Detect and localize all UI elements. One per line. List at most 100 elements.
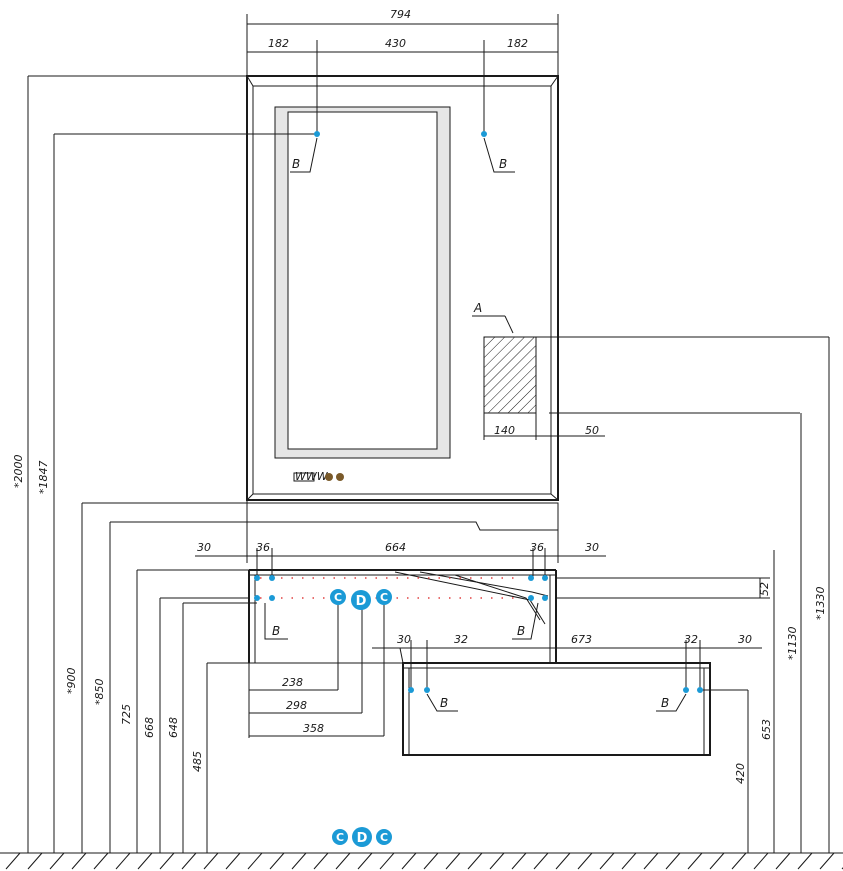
dim-850: *850 [93,679,106,706]
fixing-point-label: B [272,624,280,638]
floor-hatch-stroke [511,852,527,870]
fixing-point-label: B [499,157,507,171]
fixing-point-dot [314,131,320,137]
floor-hatch-stroke [49,852,65,870]
hot-water-icon [376,589,392,605]
fixing-point-dot [528,595,534,601]
dim-182-right: 182 [507,37,528,50]
floor-hatch-stroke [247,852,263,870]
floor-hatch-stroke [225,852,241,870]
fixing-point-dot [683,687,689,693]
dim-lower-32-right: 32 [684,633,698,646]
floor-hatch-stroke [115,852,131,870]
dim-30-left: 30 [197,541,211,554]
upper-cabinet [248,569,770,663]
dim-1847: *1847 [37,461,50,495]
dim-2000: *2000 [12,455,25,489]
dimension-labels: 794 182 430 182 *2000 *1847 *900 *850 72… [12,8,827,784]
dim-900: *900 [65,668,78,695]
hot-water-icon [376,829,392,845]
drain-label: D [356,594,367,609]
floor-hatch-stroke [621,852,637,870]
fixing-point-dot [408,687,414,693]
floor-hatch-stroke [269,852,285,870]
dim-140: 140 [494,424,515,437]
area-a-label: A [473,301,482,315]
drain-icon [351,590,371,610]
floor-hatch-stroke [555,852,571,870]
drain-icon [352,827,372,847]
dim-298: 298 [286,699,307,712]
floor-hatch-stroke [291,852,307,870]
dim-794: 794 [390,8,411,21]
fixing-point-dot [254,575,260,581]
dim-36-left: 36 [256,541,270,554]
floor-hatch-stroke [379,852,395,870]
fixing-point-dot [269,575,275,581]
hot-water-label: C [380,591,388,604]
floor-hatch-stroke [665,852,681,870]
dim-lower-32-left: 32 [454,633,468,646]
area-a: A 140 50 [472,301,829,440]
fixing-point-dot [424,687,430,693]
dim-238: 238 [282,676,303,689]
floor-hatch-stroke [709,852,725,870]
connection-badges-floor: C D C [332,827,392,847]
dim-lower-30-right: 30 [738,633,752,646]
dim-182-left: 182 [268,37,289,50]
dim-653: 653 [760,719,773,740]
floor-hatch-stroke [181,852,197,870]
dim-50: 50 [585,424,599,437]
fixing-point-dot [528,575,534,581]
fixing-point-dot [542,575,548,581]
mirror-glass [274,106,451,459]
floor-hatch-stroke [467,852,483,870]
dim-1330: *1330 [814,587,827,621]
cold-water-label: C [334,591,342,604]
floor-hatch-stroke [5,852,21,870]
floor-hatch-stroke [335,852,351,870]
fixing-point-dot [269,595,275,601]
mirror-switch-label: WWW [295,470,329,483]
dim-430: 430 [385,37,406,50]
floor-hatch-stroke [731,852,747,870]
dim-725: 725 [120,704,133,725]
light-sensor-icon [325,473,333,481]
drain-label: D [357,831,368,846]
fixing-point-dot [481,131,487,137]
floor-hatch-stroke [401,852,417,870]
dim-648: 648 [167,717,180,738]
floor-hatch-stroke [423,852,439,870]
cold-water-icon [330,589,346,605]
cold-water-label: C [336,831,344,844]
floor-hatch-stroke [753,852,769,870]
floor-hatch-stroke [203,852,219,870]
dim-358: 358 [303,722,324,735]
fixing-point-label: B [440,696,448,710]
fixing-point-dot [254,595,260,601]
fixing-point-dot [697,687,703,693]
light-sensor-icon [336,473,344,481]
floor-hatch-stroke [687,852,703,870]
dim-30-right: 30 [585,541,599,554]
floor-hatch-stroke [137,852,153,870]
floor-line [0,852,843,870]
floor-hatch-stroke [313,852,329,870]
dim-485: 485 [191,751,204,772]
fixing-point-label: B [661,696,669,710]
cold-water-icon [332,829,348,845]
fixing-points: B B B B B B [254,131,703,712]
floor-hatch-stroke [533,852,549,870]
dim-420: 420 [734,763,747,784]
dim-668: 668 [143,717,156,738]
vanity-top [246,500,559,531]
dim-664: 664 [385,541,406,554]
floor-hatch-stroke [27,852,43,870]
floor-hatch-stroke [797,852,813,870]
dim-1130: *1130 [786,627,799,661]
dimension-lines [27,14,830,853]
lower-drawer-unit [399,647,711,756]
red-dotted-line [260,577,520,599]
floor-hatch-stroke [577,852,593,870]
